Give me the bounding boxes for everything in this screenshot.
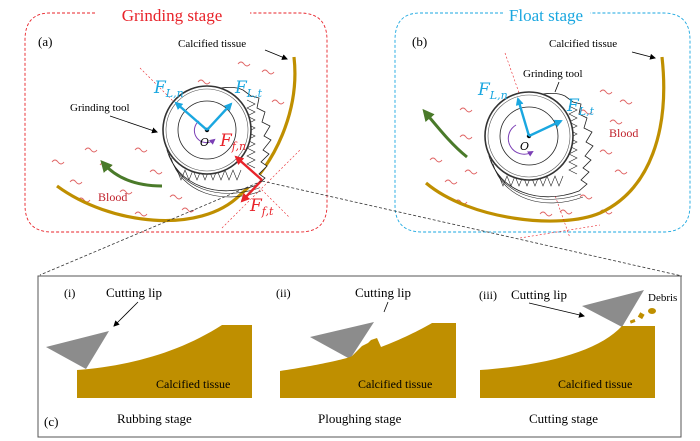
force-flt-arrow (206, 102, 233, 131)
caption-ploughing-stage: Ploughing stage (318, 411, 402, 426)
cutting-lip-pointer-iii (528, 302, 585, 318)
tissue-block-ii (280, 323, 456, 398)
tangent-guide-line-b (519, 224, 601, 239)
blood-flow-arrow-icon-b (422, 108, 468, 159)
normal-guide-line-b (504, 52, 571, 239)
calcified-tissue-arc-b (424, 56, 666, 223)
zoom-connector-left (39, 180, 263, 276)
force-fln-arrow-b (515, 97, 531, 137)
zoom-connector-right (261, 180, 683, 277)
calcified-tissue-pointer (264, 49, 288, 60)
force-ffn-arrow (234, 155, 263, 181)
grinding-stage-frame (24, 12, 328, 233)
float-stage-frame (394, 12, 691, 233)
force-flt-label: FL,t (234, 78, 263, 100)
rotation-arrow-icon (193, 120, 216, 145)
force-fln-label-b: FL,n (477, 80, 508, 102)
panel-a-label: (a) (38, 34, 52, 49)
calcified-tissue-label: Calcified tissue (178, 38, 246, 50)
subpanel-cutting: (iii) Cutting lip Debris Calcified tissu… (479, 287, 677, 426)
grinding-tool-icon (162, 85, 272, 198)
cutting-lip-icon-ii (310, 322, 374, 359)
panel-b-label: (b) (412, 34, 427, 49)
subpanel-i-label: (i) (64, 286, 75, 300)
force-flt-arrow-b (528, 119, 563, 138)
debris-label: Debris (648, 292, 677, 304)
cutting-lip-icon-iii (582, 290, 644, 327)
panel-a-grinding-stage: Grinding stage (a) Calcified tissue O Gr… (24, 6, 328, 233)
force-fln-arrow (174, 101, 208, 131)
cutting-lip-icon-i (46, 331, 109, 369)
caption-rubbing-stage: Rubbing stage (117, 411, 192, 426)
blood-flow-arrow-icon (100, 160, 163, 188)
calcified-tissue-pointer-b (631, 51, 656, 60)
tissue-block-i (77, 325, 252, 398)
cutting-lip-pointer-i (113, 301, 139, 327)
cutting-lip-label-ii: Cutting lip (355, 285, 411, 300)
blood-label-b: Blood (609, 126, 638, 140)
panel-c-cutting-mechanism: (c) (i) Cutting lip Calcified tissue Rub… (37, 275, 682, 438)
subpanel-ploughing: (ii) Cutting lip Calcified tissue Plough… (276, 285, 456, 426)
grinding-stage-title: Grinding stage (122, 6, 223, 25)
calcified-tissue-arc (56, 56, 297, 223)
cutting-lip-label-i: Cutting lip (106, 285, 162, 300)
caption-cutting-stage: Cutting stage (529, 411, 598, 426)
tissue-label-ii: Calcified tissue (358, 377, 432, 391)
grinding-tool-pointer (109, 115, 158, 134)
force-fft-arrow (240, 179, 263, 203)
force-fln-label: FL,n (153, 78, 184, 100)
center-o-label-b: O (520, 140, 529, 153)
debris-particles (629, 308, 656, 324)
panel-b-float-stage: Float stage (b) Calcified tissue Grindin… (394, 6, 691, 239)
cutting-lip-label-iii: Cutting lip (511, 287, 567, 302)
panel-c-label: (c) (44, 414, 58, 429)
subpanel-iii-label: (iii) (479, 288, 497, 302)
center-o-label: O (200, 136, 209, 149)
force-ffn-label: Ff,n (219, 131, 246, 153)
normal-guide-line (139, 67, 291, 219)
rotation-arrow-icon-b (507, 124, 534, 157)
force-flt-label-b: FL,t (566, 96, 595, 118)
calcified-tissue-label-b: Calcified tissue (549, 38, 617, 50)
force-fft-label: Ff,t (249, 196, 274, 218)
tissue-label-iii: Calcified tissue (558, 377, 632, 391)
subpanel-rubbing: (i) Cutting lip Calcified tissue Rubbing… (46, 285, 252, 426)
tissue-label-i: Calcified tissue (156, 377, 230, 391)
grinding-tool-label-b: Grinding tool (523, 68, 583, 80)
subpanel-ii-label: (ii) (276, 286, 291, 300)
grinding-tool-label: Grinding tool (70, 102, 130, 114)
blood-label: Blood (98, 190, 127, 204)
cutting-lip-pointer-ii (383, 301, 389, 313)
float-stage-title: Float stage (509, 6, 583, 25)
grinding-tool-pointer-b (554, 81, 560, 93)
tissue-block-iii (480, 326, 655, 398)
